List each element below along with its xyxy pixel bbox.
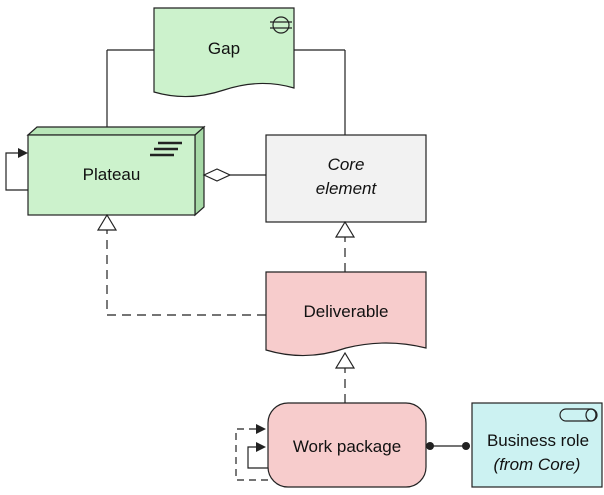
work-package-node[interactable] bbox=[267, 402, 427, 488]
deliverable-plateau-realization bbox=[106, 230, 266, 316]
workpackage-self-triggering-arrowhead bbox=[256, 442, 266, 452]
business-role-label-line1: Business role bbox=[486, 431, 590, 450]
business-role-icon bbox=[559, 408, 598, 422]
business-role-node[interactable] bbox=[471, 402, 603, 488]
assignment-dot-right bbox=[462, 442, 470, 450]
workpackage-deliverable-arrowhead bbox=[334, 351, 356, 369]
business-role-label-line2: (from Core) bbox=[493, 455, 581, 474]
deliverable-node[interactable] bbox=[265, 271, 427, 357]
work-package-label: Work package bbox=[292, 437, 402, 456]
assignment-dot-left bbox=[426, 442, 434, 450]
deliverable-plateau-arrowhead bbox=[96, 213, 118, 231]
aggregation-diamond bbox=[202, 168, 232, 182]
gap-label: Gap bbox=[207, 39, 241, 58]
plateau-label: Plateau bbox=[82, 165, 141, 184]
plateau-self-triggering bbox=[5, 152, 28, 191]
workpackage-self-flow bbox=[235, 428, 268, 481]
plateau-icon bbox=[150, 141, 182, 157]
workpackage-self-triggering bbox=[247, 446, 268, 469]
core-element-label-line2: element bbox=[315, 179, 377, 198]
workpackage-self-flow-arrowhead bbox=[256, 424, 266, 434]
core-element-label-line1: Core bbox=[327, 155, 365, 174]
deliverable-label: Deliverable bbox=[303, 302, 389, 321]
plateau-self-triggering-arrowhead bbox=[18, 148, 28, 158]
gap-icon bbox=[270, 16, 292, 34]
deliverable-core-arrowhead bbox=[334, 220, 356, 238]
core-element-node[interactable] bbox=[265, 134, 427, 223]
gap-node[interactable] bbox=[153, 7, 295, 98]
